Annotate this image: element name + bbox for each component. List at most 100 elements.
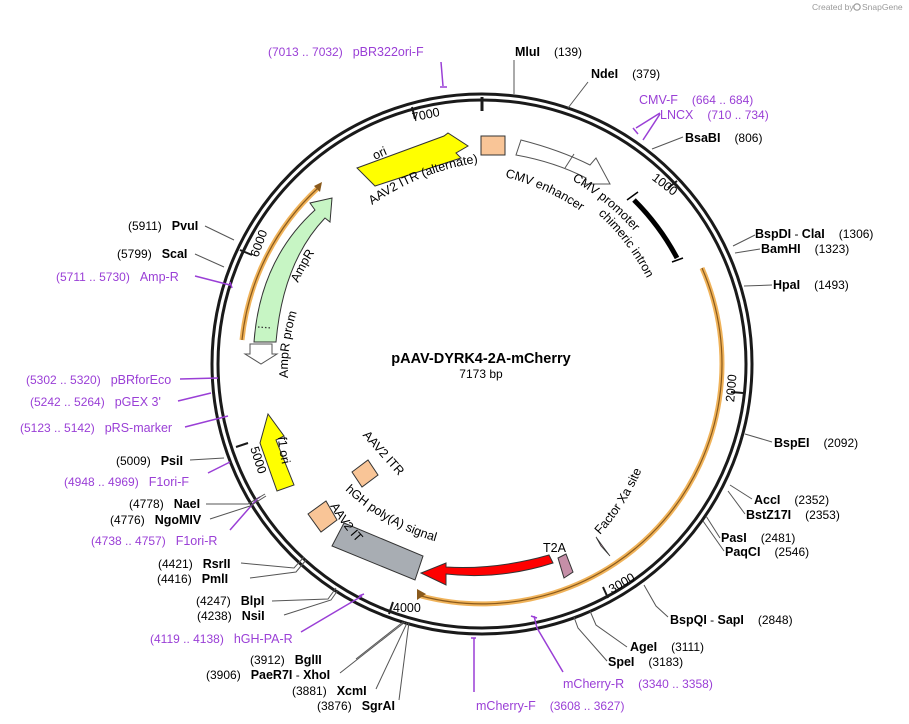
leader-agei	[589, 610, 628, 648]
f1-ori-feature	[259, 412, 295, 492]
credit-brand: SnapGene	[862, 2, 903, 12]
leader-bsabi	[651, 136, 684, 150]
primer-mcherry-r: mCherry-R(3340 .. 3358)	[563, 677, 713, 691]
leader-hpai	[743, 284, 773, 287]
orf-arc-left-core	[241, 187, 319, 341]
primer-marker-pbrforeco	[179, 377, 219, 380]
primer-pbrforeco: (5302 .. 5320)pBRforEco	[26, 373, 171, 387]
leader-bglii	[355, 621, 404, 660]
leader-xcmi	[375, 622, 408, 690]
leader-bstz17i	[727, 490, 746, 515]
credit: Created by SnapGene	[812, 2, 903, 12]
factor-xa-label: Factor Xa site	[592, 466, 645, 537]
hgh-polya-feature	[331, 522, 424, 581]
chimeric-intron-feature	[632, 198, 680, 260]
leader-psii	[189, 457, 225, 461]
leader-pvui	[204, 225, 235, 241]
t2a-label: T2A	[543, 541, 567, 555]
orf-arc-right-arrow-icon	[417, 589, 426, 600]
site-blpi: (4247)BlpI	[196, 594, 264, 608]
tick-6000	[239, 249, 253, 256]
site-bspei: BspEI(2092)	[774, 436, 858, 450]
credit-prefix: Created by	[812, 2, 854, 12]
site-ngomiv: (4776)NgoMIV	[110, 513, 202, 527]
site-pasi: PasI(2481)	[721, 531, 795, 545]
intron-end-tick	[671, 257, 684, 263]
mcherry-label: mCherry	[467, 572, 517, 591]
ori-label: ori	[370, 144, 389, 163]
primer-marker-mcherry-f	[471, 637, 476, 692]
site-psii: (5009)PsiI	[116, 454, 183, 468]
site-paer7i-xhoi: (3906)PaeR7I - XhoI	[206, 668, 330, 682]
leader-spei	[573, 616, 608, 662]
primer-marker-pgex-3	[177, 392, 212, 402]
site-labels: MluI(139) NdeI(379) BsaBI(806) BspDI - C…	[110, 45, 873, 713]
site-bsabi: BsaBI(806)	[685, 131, 762, 145]
tick-3000	[602, 586, 609, 599]
leader-bspei	[744, 433, 773, 443]
site-sgrai: (3876)SgrAI	[317, 699, 395, 713]
primer-amp-r: (5711 .. 5730)Amp-R	[56, 270, 179, 284]
ori-feature	[356, 132, 469, 187]
leader-bspdi	[732, 234, 756, 247]
orf-arcs	[239, 182, 725, 607]
tick-label-2000: 2000	[723, 374, 739, 403]
site-bstz17i: BstZ17I(2353)	[746, 508, 840, 522]
primer-pbr322ori-f: (7013 .. 7032)pBR322ori-F	[268, 45, 424, 59]
site-naei: (4778)NaeI	[129, 497, 200, 511]
primer-marker-amp-r	[194, 275, 233, 289]
primer-cmv-f: CMV-F(664 .. 684)	[639, 93, 753, 107]
primer-lncx: LNCX(710 .. 734)	[660, 108, 769, 122]
tick-1000	[667, 180, 678, 189]
plasmid-length: 7173 bp	[459, 367, 503, 381]
primer-f1ori-f: (4948 .. 4969)F1ori-F	[64, 475, 189, 489]
tick-4000	[388, 601, 394, 615]
site-pmli: (4416)PmlI	[157, 572, 228, 586]
site-bspqi-sapi: BspQI - SapI(2848)	[670, 613, 793, 627]
ampr-dotted-line	[257, 326, 273, 329]
orf-arc-right	[420, 267, 725, 607]
leader-paqci	[702, 520, 725, 552]
itr-upper-feature	[351, 459, 379, 488]
leader-ngomiv	[209, 495, 267, 520]
tick-2000	[730, 391, 744, 394]
leader-scai	[194, 253, 225, 268]
leader-ndei	[567, 81, 589, 109]
backbone-outer-ring	[210, 92, 754, 636]
cmv-boundary-line	[564, 153, 575, 169]
site-agei: AgeI(3111)	[630, 640, 704, 654]
primer-marker-pbr322ori-f	[440, 61, 447, 88]
site-scai: (5799)ScaI	[117, 247, 187, 261]
features	[243, 132, 684, 586]
tick-label-7000: 7000	[411, 105, 441, 124]
primer-prs-marker: (5123 .. 5142)pRS-marker	[20, 421, 172, 435]
site-paqci: PaqCI(2546)	[725, 545, 809, 559]
leader-blpi	[271, 587, 337, 602]
site-bglii: (3912)BglII	[250, 653, 322, 667]
cmv-enhancer-promoter-feature	[515, 139, 611, 185]
site-bspdi-clai: BspDI - ClaI(1306)	[755, 227, 873, 241]
ampr-promoter-feature	[243, 343, 279, 365]
primer-marker-hgh-pa-r	[300, 593, 365, 633]
primer-f1ori-r: (4738 .. 4757)F1ori-R	[91, 534, 217, 548]
feature-labels: ori AAV2 ITR (alternate) CMV enhancer CM…	[0, 0, 657, 591]
leader-rsrii	[240, 556, 305, 569]
site-rsrii: (4421)RsrII	[158, 557, 230, 571]
primer-marker-prs-marker	[184, 415, 229, 428]
orf-arc-left-arrow-icon	[314, 182, 322, 192]
leader-nsii	[283, 589, 339, 616]
leader-paer7i	[339, 621, 406, 674]
site-spei: SpeI(3183)	[608, 655, 683, 669]
primer-marker-f1ori-f	[207, 461, 231, 474]
itr-lower-feature	[307, 500, 338, 533]
leader-bspqi	[643, 584, 669, 618]
primer-pgex-3: (5242 .. 5264)pGEX 3'	[30, 395, 161, 409]
primer-marker-cmv-f	[632, 112, 661, 135]
orf-arc-right-core	[420, 267, 723, 605]
itr-alternate-feature	[480, 135, 506, 156]
site-mlui: MluI(139)	[515, 45, 582, 59]
leader-sgrai	[398, 621, 410, 701]
primer-markers	[177, 61, 661, 692]
site-acci: AccI(2352)	[754, 493, 829, 507]
